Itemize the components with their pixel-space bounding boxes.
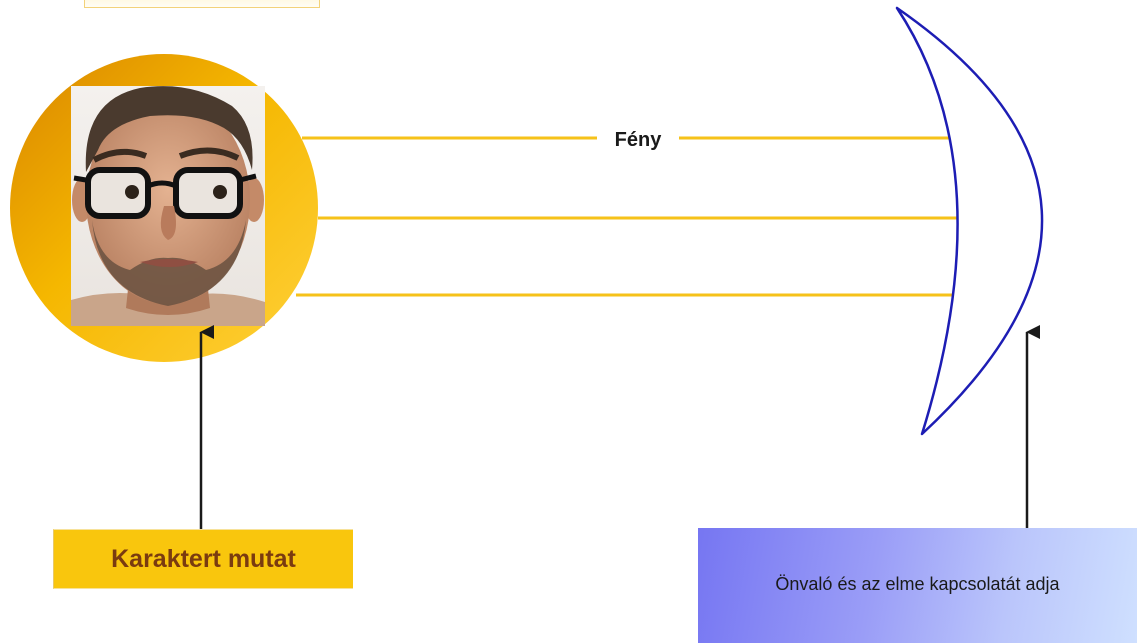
portrait-photo-icon [71,86,265,326]
light-label-bg [597,124,679,154]
top-tab-decoration [84,0,320,8]
self-mind-label-box: Önvaló és az elme kapcsolatát adja [698,528,1137,643]
mirror-shape [895,6,1044,436]
self-mind-label: Önvaló és az elme kapcsolatát adja [775,574,1060,594]
light-label: Fény [615,129,663,151]
character-label: Karaktert mutat [111,544,296,573]
character-label-box: Karaktert mutat [53,529,353,589]
